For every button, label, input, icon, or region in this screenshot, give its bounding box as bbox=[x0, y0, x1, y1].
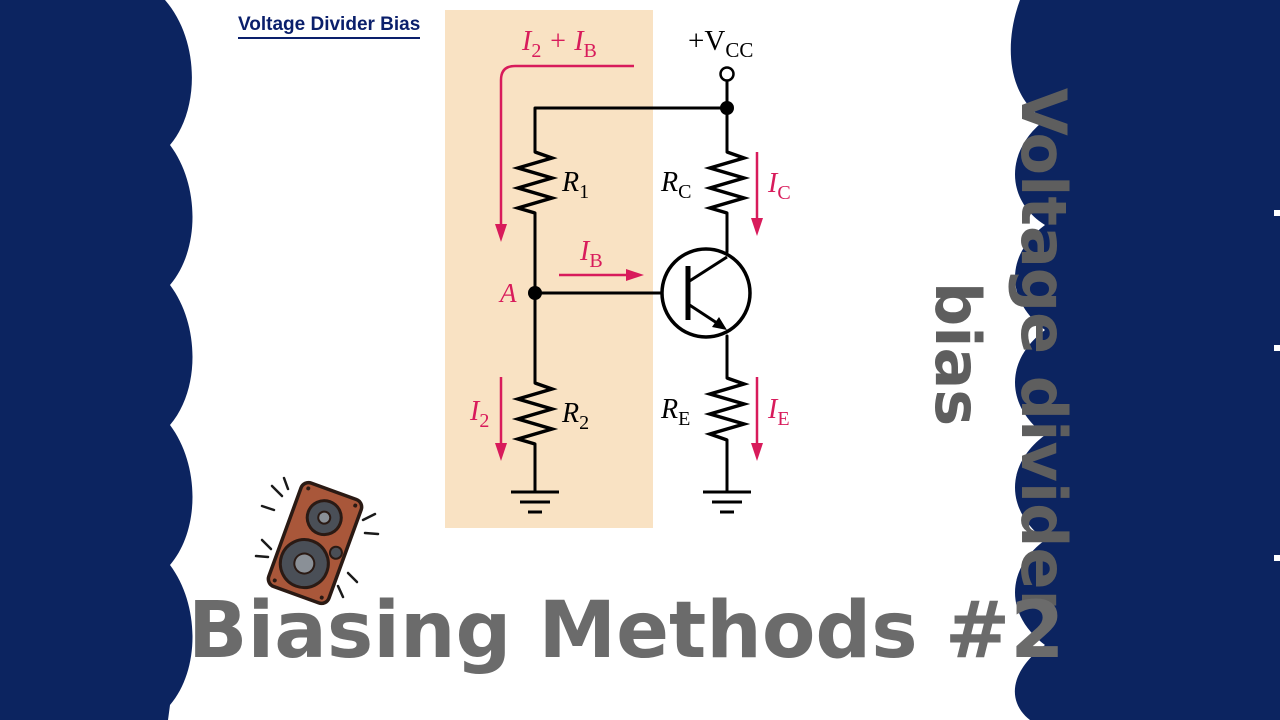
right-scallop-border bbox=[1010, 0, 1280, 720]
side-title-line1: Voltage divider bbox=[1007, 87, 1080, 621]
node-a-dot bbox=[528, 286, 542, 300]
npn-transistor-symbol bbox=[660, 247, 752, 339]
right-edge-notch bbox=[1274, 555, 1280, 561]
current-label-ib: IB bbox=[579, 236, 603, 272]
resistor-label-rc: RC bbox=[660, 167, 691, 203]
resistor-label-r2: R2 bbox=[561, 398, 589, 434]
current-arrowheads bbox=[495, 218, 763, 461]
resistor-label-r1: R1 bbox=[561, 167, 589, 203]
right-edge-notch bbox=[1274, 210, 1280, 216]
resistor-r2-symbol bbox=[511, 381, 559, 446]
current-label-i2: I2 bbox=[469, 396, 489, 432]
ground-right-symbol bbox=[703, 490, 751, 514]
header-link-voltage-divider-bias[interactable]: Voltage Divider Bias bbox=[238, 14, 421, 39]
side-title-line2: bias bbox=[921, 281, 994, 427]
side-title: Voltage divider bias bbox=[914, 54, 1086, 654]
node-label-a: A bbox=[498, 278, 517, 308]
vcc-junction-dot bbox=[720, 101, 734, 115]
divider-highlight-region bbox=[445, 10, 653, 528]
resistor-r1-symbol bbox=[511, 150, 559, 215]
main-title: Biasing Methods #2 bbox=[188, 586, 1065, 676]
current-label-ie: IE bbox=[767, 394, 790, 430]
resistor-label-re: RE bbox=[660, 394, 690, 430]
current-label-ic: IC bbox=[767, 168, 791, 204]
ground-left-symbol bbox=[511, 490, 559, 514]
current-arrows bbox=[499, 64, 759, 447]
vcc-terminal bbox=[719, 66, 735, 82]
current-label-i2-plus-ib: I2 + IB bbox=[521, 26, 597, 62]
speaker-sound-lines bbox=[254, 476, 380, 599]
right-edge-notch bbox=[1274, 345, 1280, 351]
speaker-icon bbox=[266, 480, 364, 606]
supply-label-vcc: +VCC bbox=[688, 25, 753, 62]
resistor-rc-symbol bbox=[703, 150, 751, 215]
resistor-re-symbol bbox=[703, 376, 751, 442]
left-scallop-border bbox=[0, 0, 193, 720]
